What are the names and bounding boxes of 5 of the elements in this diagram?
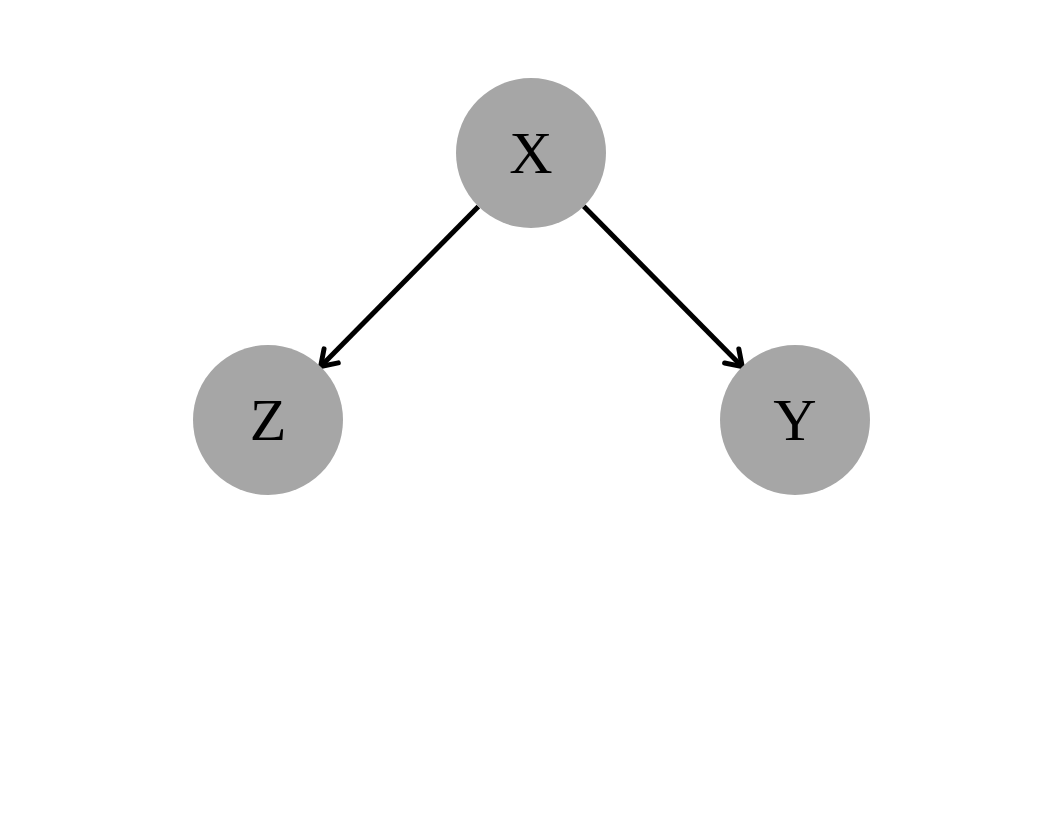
arrow <box>581 204 745 370</box>
node-label: Z <box>249 390 287 450</box>
node-label: X <box>509 123 553 183</box>
arrow <box>318 204 481 370</box>
node-label: Y <box>773 390 817 450</box>
